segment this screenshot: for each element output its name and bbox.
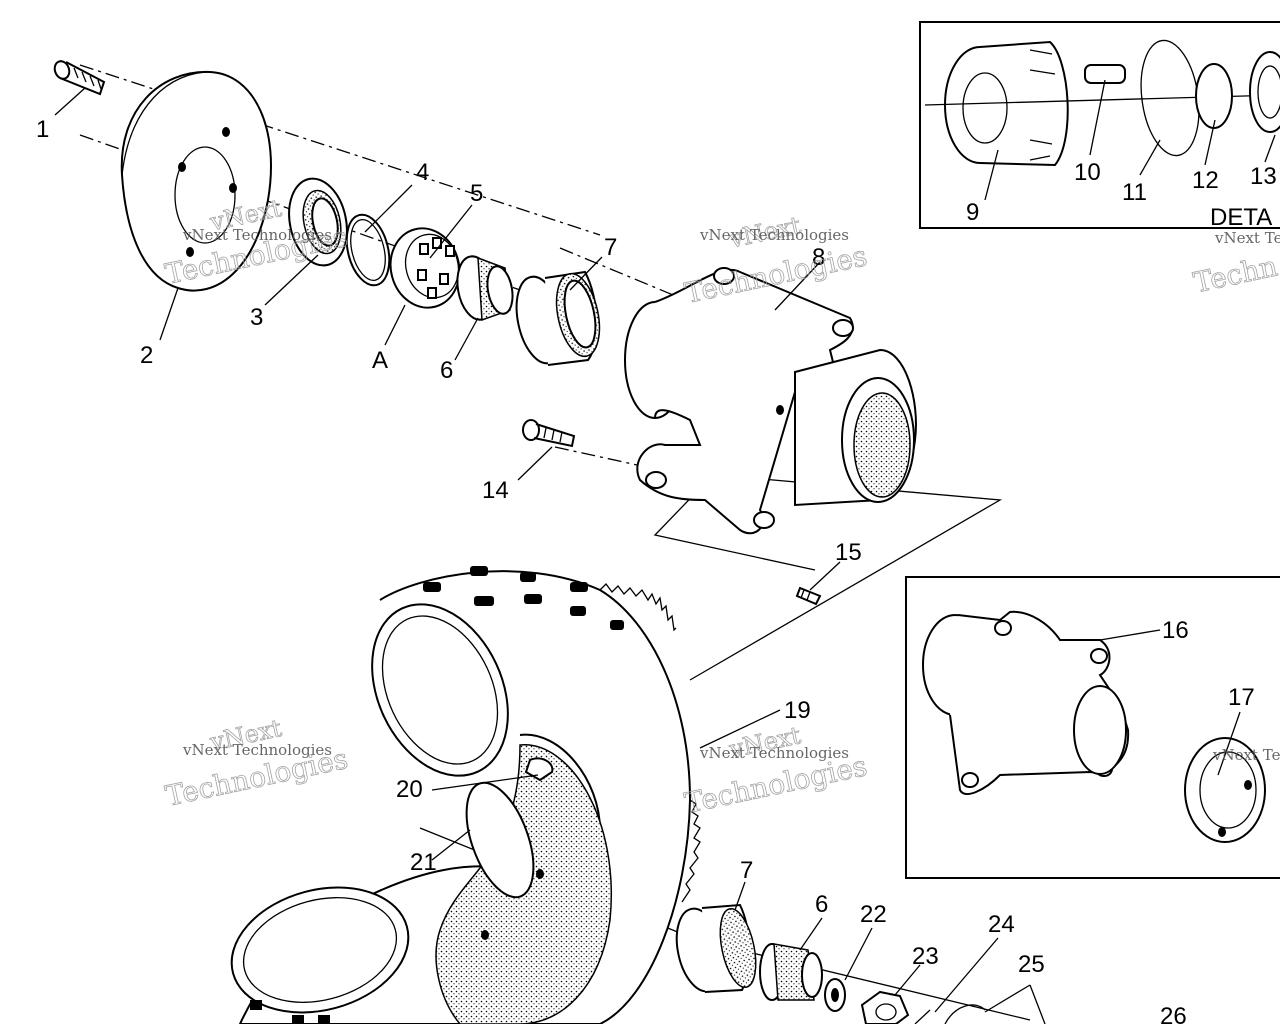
watermark-partial-small2: vNext Te: [1212, 746, 1280, 764]
callout-4: 4: [416, 159, 429, 186]
callout-labels: 1 2 3 4 5 A 6 7 8 9 10 11 12 13 DETA 14 …: [36, 116, 1277, 1029]
callout-26: 26: [1160, 1003, 1187, 1024]
wheel-tire: [230, 566, 701, 1025]
part-2-brake-disc: [120, 70, 272, 292]
callout-13: 13: [1250, 163, 1277, 190]
watermark-small: vNext Technologies: [699, 226, 849, 244]
callout-7b: 7: [740, 857, 753, 884]
callout-1: 1: [36, 116, 49, 143]
callout-2: 2: [140, 342, 153, 369]
callout-22: 22: [860, 901, 887, 928]
callout-11: 11: [1122, 179, 1147, 206]
part-14-screw: [522, 419, 576, 448]
callout-16: 16: [1162, 617, 1189, 644]
part-5-drive-cage: [389, 227, 461, 309]
callout-7: 7: [604, 234, 617, 261]
detail-box-mid: [905, 576, 1280, 879]
watermark-small: vNext Technologies: [182, 741, 332, 759]
callout-20: 20: [396, 776, 423, 803]
callout-15: 15: [835, 539, 862, 566]
part-3-seal: [288, 177, 348, 267]
lower-parts: [675, 903, 986, 1025]
part-7-bearing-race: [515, 270, 601, 366]
part-6-bearing: [456, 255, 514, 322]
part-4-snap-ring: [345, 213, 391, 287]
part-15-screw: [795, 586, 822, 606]
leader-lines: [54, 79, 1276, 1025]
callout-23: 23: [912, 943, 939, 970]
callout-9: 9: [966, 199, 979, 226]
watermark-small: vNext Technologies: [699, 744, 849, 762]
callout-25: 25: [1018, 951, 1045, 978]
callout-5: 5: [470, 180, 483, 207]
callout-14: 14: [482, 477, 509, 504]
callout-3: 3: [250, 304, 263, 331]
watermark-partial-small: vNext Te: [1214, 229, 1280, 247]
callout-10: 10: [1074, 159, 1101, 186]
callout-17: 17: [1228, 684, 1255, 711]
callout-12: 12: [1192, 167, 1219, 194]
callout-19: 19: [784, 697, 811, 724]
detail-box-top: [919, 21, 1280, 229]
part-8-hub: [624, 267, 917, 535]
callout-8: 8: [812, 244, 825, 271]
callout-A: A: [372, 347, 388, 374]
watermark-small: vNext Technologies: [182, 226, 332, 244]
detail-label: DETA: [1210, 204, 1272, 231]
part-1-bolt: [53, 60, 106, 96]
callout-24: 24: [988, 911, 1015, 938]
watermark-partial-large: Techn: [1191, 250, 1280, 300]
callout-21: 21: [410, 849, 437, 876]
callout-6: 6: [440, 357, 453, 384]
callout-6b: 6: [815, 891, 828, 918]
